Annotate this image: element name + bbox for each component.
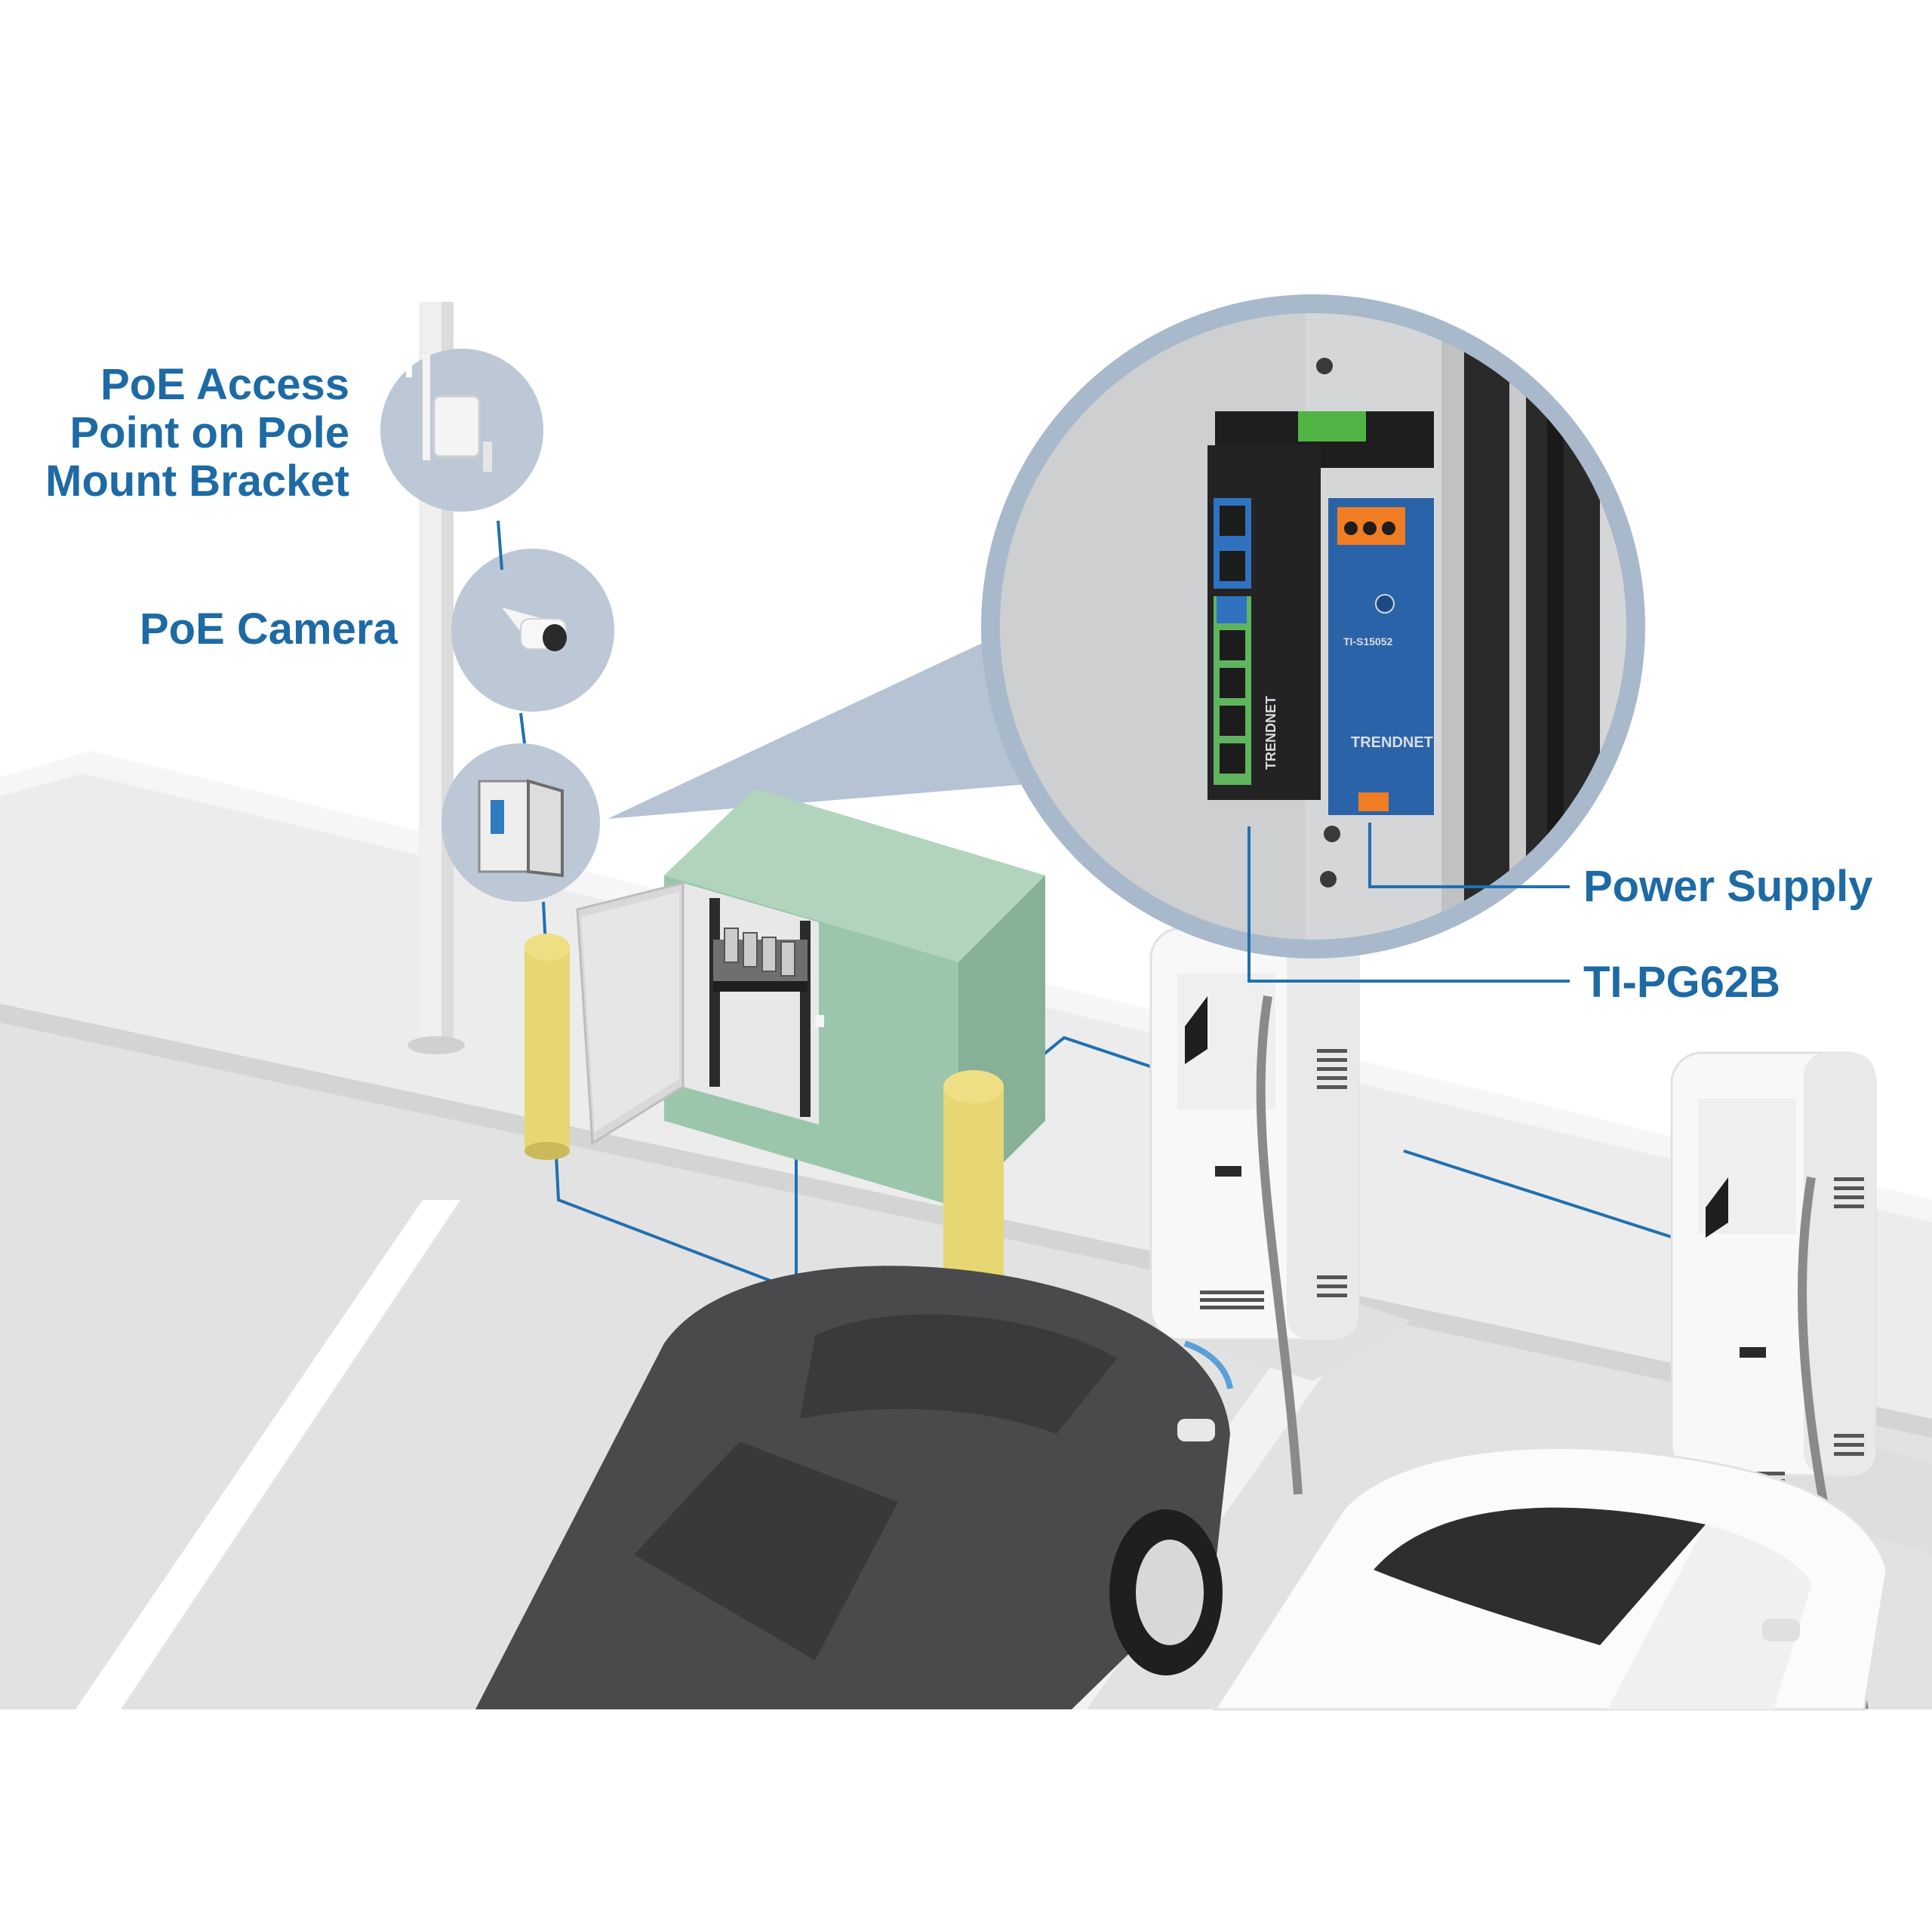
- psu-model-text: TI-S15052: [1343, 635, 1393, 648]
- enclosure-bubble: [441, 743, 600, 902]
- access-point-label-line1: PoE Access: [100, 360, 349, 409]
- camera-label: PoE Camera: [140, 605, 398, 654]
- access-point-label-line3: Mount Bracket: [45, 457, 349, 506]
- white-car: [1213, 1446, 1888, 1711]
- access-point-label-line2: Point on Pole: [69, 408, 349, 457]
- bollard-left: [525, 934, 570, 1160]
- switch-model-label: TI-PG62B: [1583, 958, 1781, 1007]
- power-supply-label: Power Supply: [1583, 862, 1873, 911]
- access-point-bubble: [380, 325, 543, 512]
- ev-charger-left: [1147, 927, 1411, 1495]
- zoom-callout-cone: [608, 619, 1064, 819]
- psu-brand-text: TRENDNET: [1351, 734, 1433, 751]
- camera-bubble: [451, 549, 614, 712]
- dark-car: [475, 1266, 1233, 1709]
- power-supply-device: [1328, 498, 1434, 815]
- label-leader-lines: [1247, 823, 1570, 983]
- switch-brand-text: TRENDNET: [1263, 696, 1278, 770]
- zoom-callout-circle: TRENDNET TI-S15052 TRENDNET: [981, 294, 1645, 958]
- bollard-right: [943, 1070, 1004, 1283]
- access-point-label: PoE Access Point on Pole Mount Bracket: [45, 361, 349, 506]
